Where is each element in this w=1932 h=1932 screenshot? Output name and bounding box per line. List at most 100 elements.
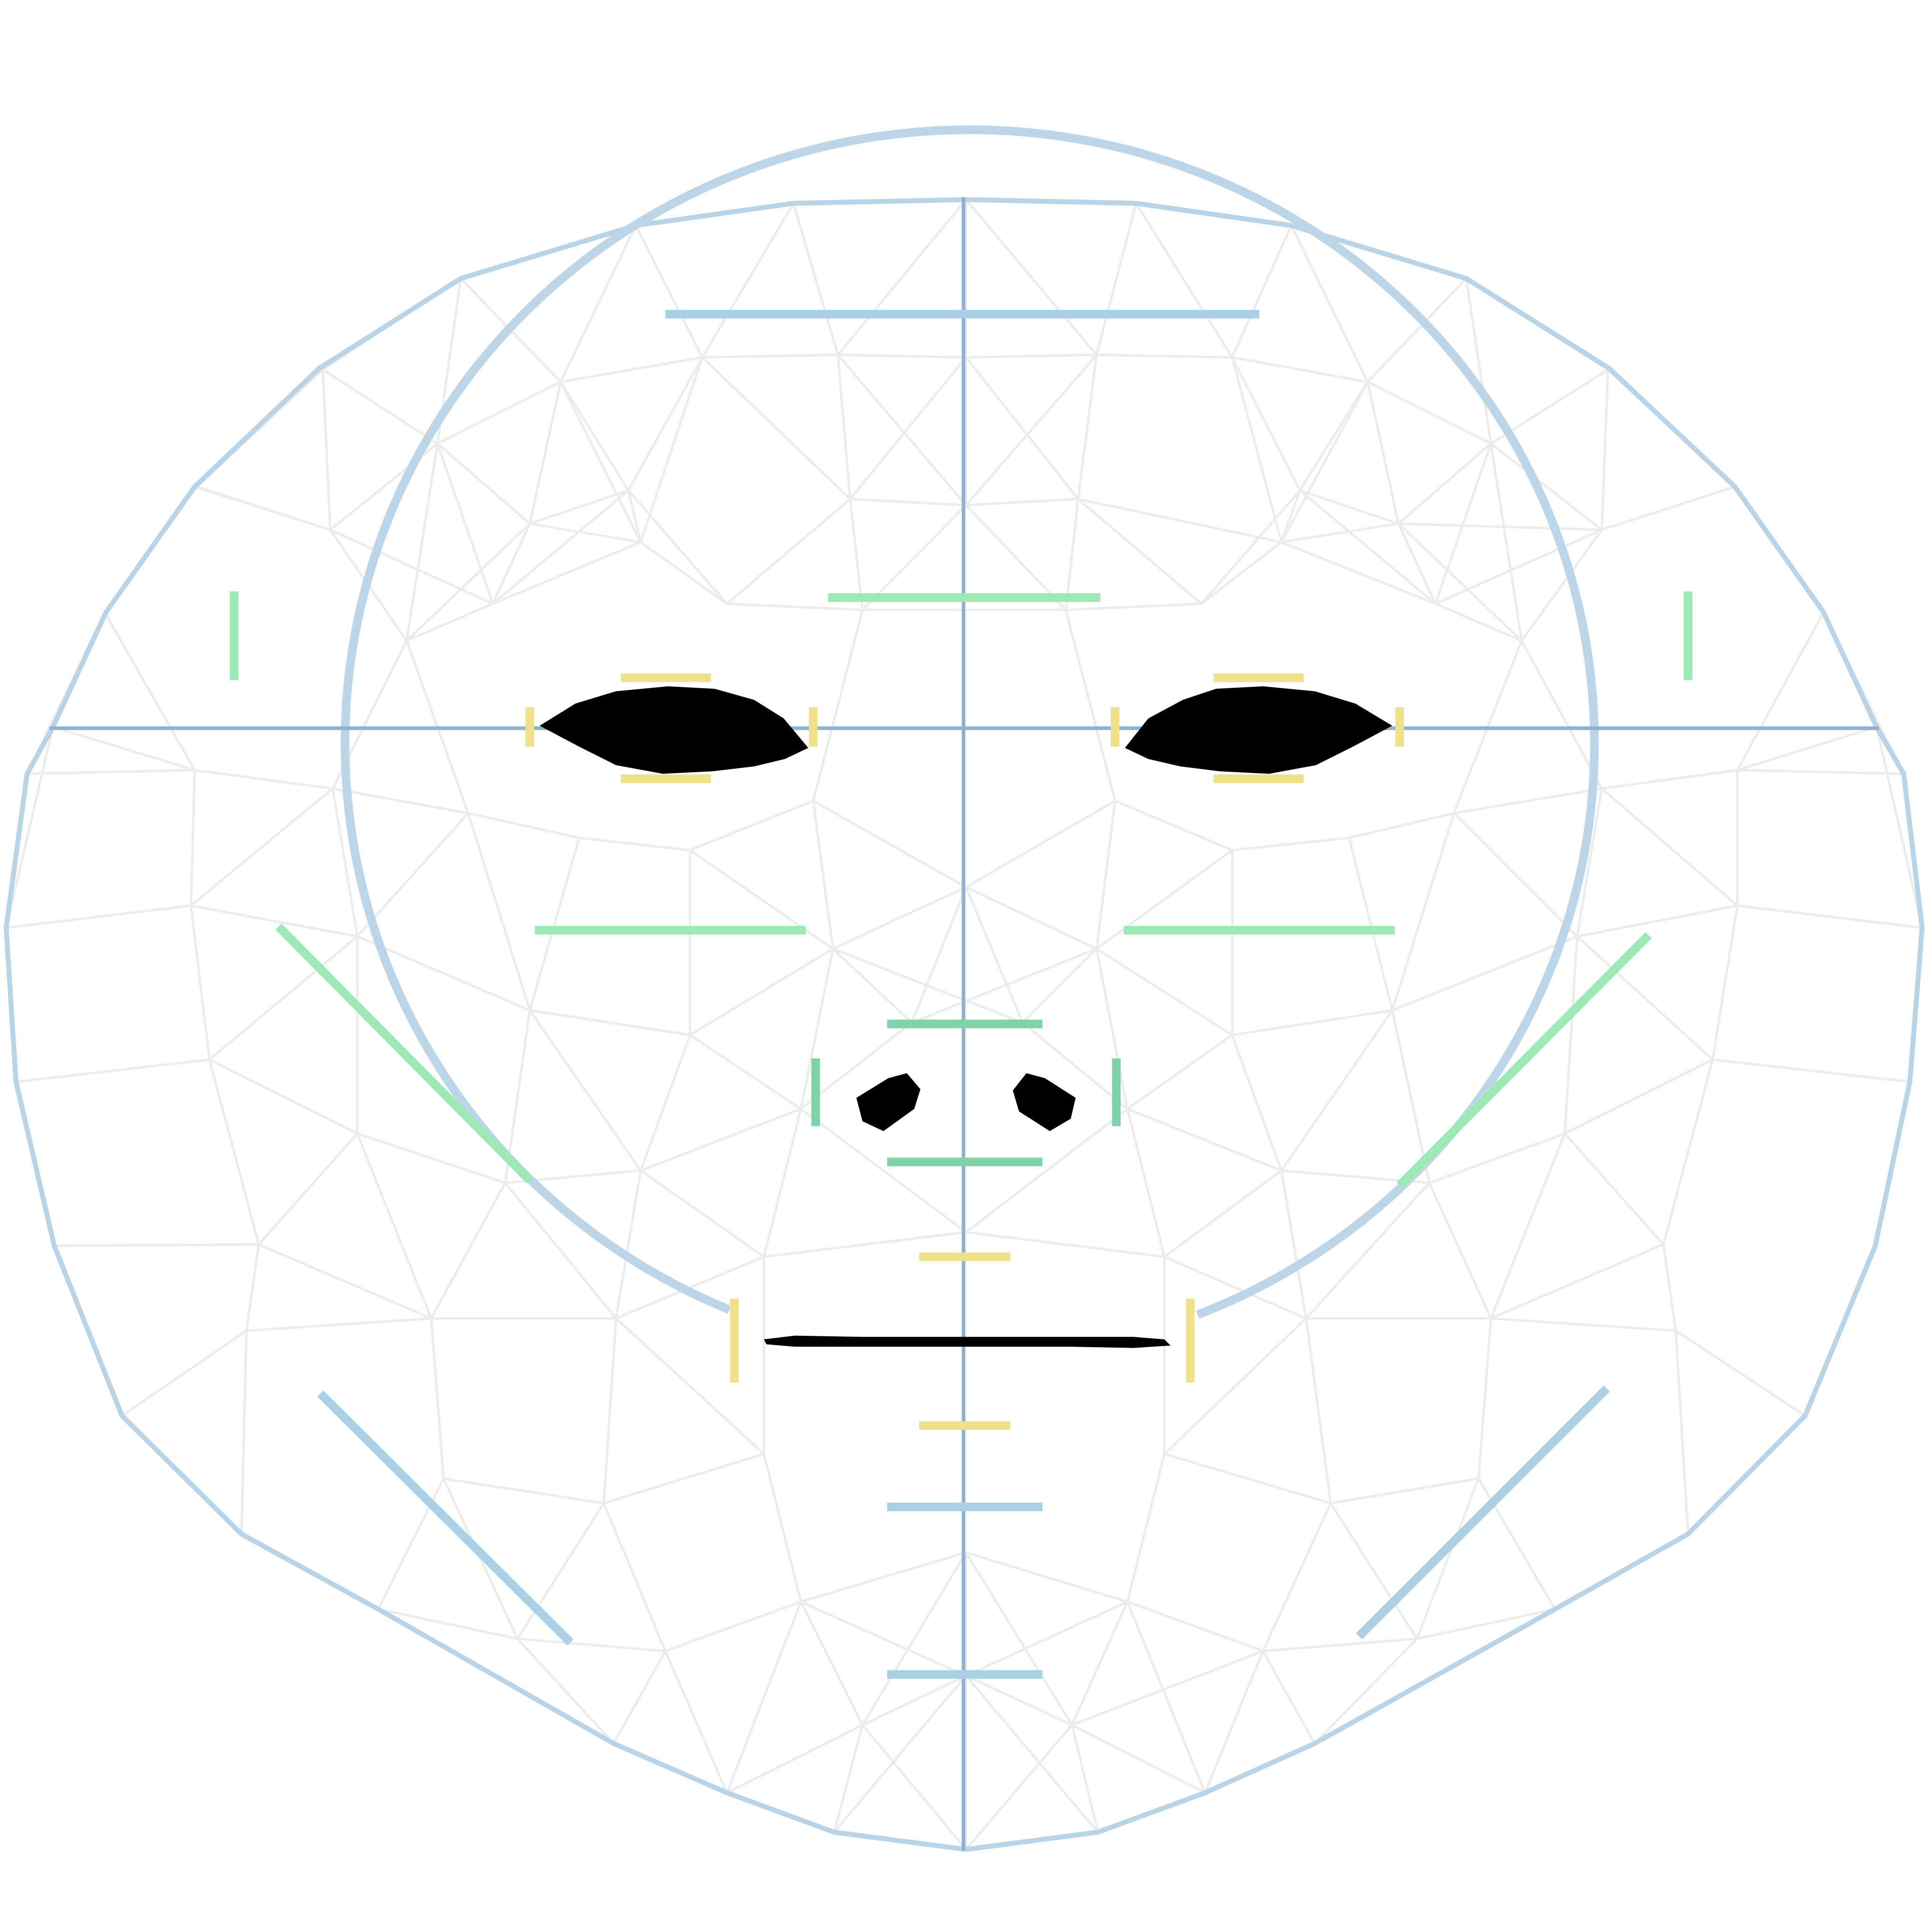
mesh-edge bbox=[861, 504, 967, 611]
mesh-edge bbox=[1021, 947, 1098, 1024]
mesh-edge bbox=[5, 904, 192, 929]
mesh-edge bbox=[1662, 1058, 1714, 1246]
mesh-edge bbox=[762, 1452, 802, 1603]
mesh-edge bbox=[1366, 381, 1492, 445]
mesh-edge bbox=[1490, 442, 1603, 531]
mesh-edge bbox=[528, 1009, 642, 1172]
mesh-edge bbox=[1875, 725, 1924, 929]
mesh-edge bbox=[812, 799, 834, 950]
mesh-edge bbox=[849, 498, 967, 507]
mesh-edge bbox=[257, 1132, 359, 1246]
mesh-edge bbox=[1391, 812, 1456, 1012]
mesh-edge bbox=[799, 1108, 967, 1233]
mesh-edge bbox=[528, 381, 562, 525]
mesh-edge bbox=[321, 368, 332, 531]
mesh-edge bbox=[1200, 489, 1301, 605]
mesh-edge bbox=[1299, 489, 1400, 525]
mesh-edge bbox=[965, 1600, 1129, 1677]
mesh-edge bbox=[1563, 1058, 1714, 1135]
mesh-edge bbox=[836, 353, 967, 359]
mesh-edge bbox=[208, 1058, 359, 1135]
mesh-edge bbox=[965, 1231, 1166, 1258]
mesh-edge bbox=[965, 498, 1080, 507]
mesh-edge bbox=[528, 522, 642, 543]
mesh-edge bbox=[634, 224, 704, 359]
mesh-edge bbox=[190, 769, 196, 907]
mesh-edge bbox=[559, 224, 637, 383]
mesh-edge bbox=[689, 947, 834, 1036]
mesh-edge bbox=[833, 1724, 864, 1834]
mesh-edge bbox=[1563, 1132, 1665, 1246]
mesh-edge bbox=[528, 836, 581, 1012]
mesh-edge bbox=[331, 787, 470, 815]
mesh-edge bbox=[516, 1637, 615, 1745]
mesh-edge bbox=[1071, 1600, 1129, 1726]
mesh-edge bbox=[245, 1317, 433, 1332]
mesh-edge bbox=[1674, 1329, 1807, 1417]
mesh-edge bbox=[51, 725, 196, 772]
mesh-edge bbox=[1126, 1600, 1207, 1794]
mesh-edge bbox=[1231, 224, 1293, 359]
mesh-edge bbox=[240, 1329, 248, 1535]
mesh-edge bbox=[1231, 356, 1301, 492]
mesh-edge bbox=[1114, 799, 1233, 852]
mesh-edge bbox=[965, 356, 1080, 500]
mesh-edge bbox=[1095, 799, 1116, 950]
mesh-edge bbox=[725, 1724, 864, 1794]
mesh-edge bbox=[1163, 1169, 1283, 1258]
mesh-edge bbox=[965, 886, 1024, 1024]
mesh-edge bbox=[1736, 769, 1905, 775]
mesh-edge bbox=[1077, 498, 1203, 605]
mesh-edge bbox=[965, 1674, 1074, 1726]
mesh-edge bbox=[627, 489, 728, 605]
mesh-edge bbox=[602, 1502, 667, 1653]
mesh-edge bbox=[602, 1317, 617, 1505]
mesh-edge bbox=[516, 1502, 605, 1640]
mesh-edge bbox=[1261, 1637, 1418, 1653]
mesh-edge bbox=[1736, 611, 1825, 772]
mesh-edge bbox=[1231, 836, 1351, 852]
mesh-edge bbox=[436, 442, 531, 525]
mesh-edge bbox=[689, 799, 815, 852]
mesh-edge bbox=[405, 602, 494, 642]
mesh-edge bbox=[120, 1329, 248, 1417]
mesh-edge bbox=[1736, 725, 1878, 772]
mesh-edge bbox=[832, 947, 913, 1024]
mesh-edge bbox=[965, 504, 1067, 611]
mesh-edge bbox=[799, 1600, 967, 1677]
mesh-edge bbox=[1434, 442, 1492, 605]
mesh-edge bbox=[1299, 489, 1437, 605]
mesh-edge bbox=[1126, 1108, 1166, 1258]
mesh-edge bbox=[836, 198, 967, 356]
head-circle bbox=[341, 125, 1599, 1319]
mouth bbox=[764, 1335, 1171, 1348]
mesh-edge bbox=[356, 935, 531, 1012]
mesh-edge bbox=[1366, 381, 1400, 525]
mesh-edge bbox=[1313, 1637, 1418, 1745]
mesh-edge bbox=[193, 485, 332, 531]
mesh-edge bbox=[627, 489, 642, 543]
mesh-edge bbox=[257, 1243, 433, 1320]
mesh-edge bbox=[528, 489, 630, 525]
mesh-edge bbox=[1064, 498, 1080, 611]
mesh-edge bbox=[190, 904, 211, 1061]
mesh-edge bbox=[193, 769, 334, 790]
mesh-edge bbox=[405, 522, 531, 642]
mesh-edge bbox=[504, 1182, 617, 1320]
mesh-edge bbox=[1434, 602, 1523, 642]
mesh-edge bbox=[965, 1724, 1074, 1851]
mesh-edge bbox=[1305, 1317, 1332, 1505]
mesh-edge bbox=[1348, 812, 1456, 839]
mesh-edge bbox=[965, 1674, 1099, 1834]
mesh-edge bbox=[1348, 836, 1394, 1012]
mesh-edge bbox=[965, 353, 1098, 507]
mesh-edge bbox=[725, 1600, 802, 1794]
mesh-edge bbox=[799, 1551, 967, 1603]
mesh-edge bbox=[1126, 1452, 1166, 1603]
mesh-edge bbox=[836, 353, 967, 507]
mesh-edge bbox=[639, 541, 728, 605]
mesh-edge bbox=[792, 202, 839, 356]
mesh-edge bbox=[639, 1033, 691, 1172]
mesh-edge bbox=[208, 935, 359, 1061]
nose-ticks bbox=[811, 1019, 1121, 1166]
